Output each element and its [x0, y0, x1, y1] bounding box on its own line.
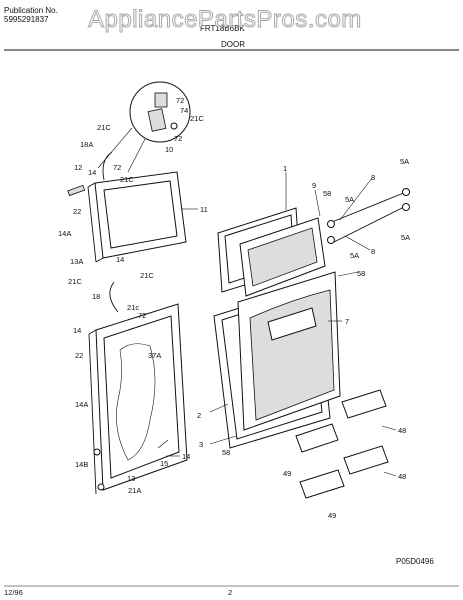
trim-piece: [67, 184, 86, 197]
callout: 5A: [345, 195, 354, 204]
callout: 58: [323, 189, 331, 198]
fresh-food-door-liner: [88, 303, 188, 495]
footer-date: 12/96: [4, 588, 23, 597]
publication-number: 5995291837: [4, 15, 49, 24]
callout: 72: [138, 311, 146, 320]
callout: 21C: [97, 123, 111, 132]
callout: 72: [113, 163, 121, 172]
fresh-food-door-panel: [237, 271, 341, 431]
callout: 8: [371, 247, 375, 256]
callout: 9: [312, 181, 316, 190]
callout: 49: [283, 469, 291, 478]
freezer-handle: [102, 151, 119, 313]
callout: 5A: [401, 233, 410, 242]
callout: 2: [197, 411, 201, 420]
callout: 14: [182, 452, 190, 461]
callout: 11: [200, 205, 208, 214]
callout: 3: [199, 440, 203, 449]
callout: 13: [127, 474, 135, 483]
callout: 72: [176, 96, 184, 105]
callout: 21C: [190, 114, 204, 123]
callout: 58: [357, 269, 365, 278]
callout: 5A: [350, 251, 359, 260]
section-title: DOOR: [221, 40, 245, 49]
watermark: AppliancePartsPros.com: [88, 6, 362, 34]
callout: 13A: [70, 257, 83, 266]
callout: 14: [73, 326, 81, 335]
callout: 14: [116, 255, 124, 264]
callout: 72: [174, 134, 182, 143]
callout: 14B: [75, 460, 88, 469]
callout: 10: [165, 145, 173, 154]
leader-lines: [157, 172, 397, 477]
door-bins: [295, 389, 389, 499]
page-number: 2: [228, 588, 233, 597]
callout: 48: [398, 472, 406, 481]
callout: 21A: [128, 486, 141, 495]
callout: 58: [222, 448, 230, 457]
callout: 18: [92, 292, 100, 301]
callout: 18A: [80, 140, 93, 149]
callout: 8: [371, 173, 375, 182]
callout: 14A: [58, 229, 71, 238]
freezer-door-liner: [87, 171, 187, 263]
callout: 48: [398, 426, 406, 435]
freezer-door-panel: [239, 217, 326, 297]
callout: 49: [328, 511, 336, 520]
callout-labels: 1 2 3 7 8 8 9 10 11 12 13A 13 14 14 14 1…: [58, 96, 410, 520]
publication-label: Publication No.: [4, 6, 58, 15]
callout: 22: [73, 207, 81, 216]
callout: 21C: [120, 175, 134, 184]
callout: 37A: [148, 351, 161, 360]
callout: 7: [345, 317, 349, 326]
callout: 14A: [75, 400, 88, 409]
callout: 14: [88, 168, 96, 177]
callout: 15: [160, 459, 168, 468]
callout: 1: [283, 164, 287, 173]
callout: 5A: [400, 157, 409, 166]
model-number: FRT18B6BK: [200, 24, 245, 33]
callout: 74: [180, 106, 188, 115]
callout: 22: [75, 351, 83, 360]
callout: 12: [74, 163, 82, 172]
door-shelf-rails: [327, 188, 410, 244]
callout: 21C: [68, 277, 82, 286]
callout: 21c: [127, 303, 139, 312]
drawing-code: P05D0496: [396, 557, 434, 566]
callout: 21C: [140, 271, 154, 280]
hinge-detail-view: [97, 81, 191, 173]
